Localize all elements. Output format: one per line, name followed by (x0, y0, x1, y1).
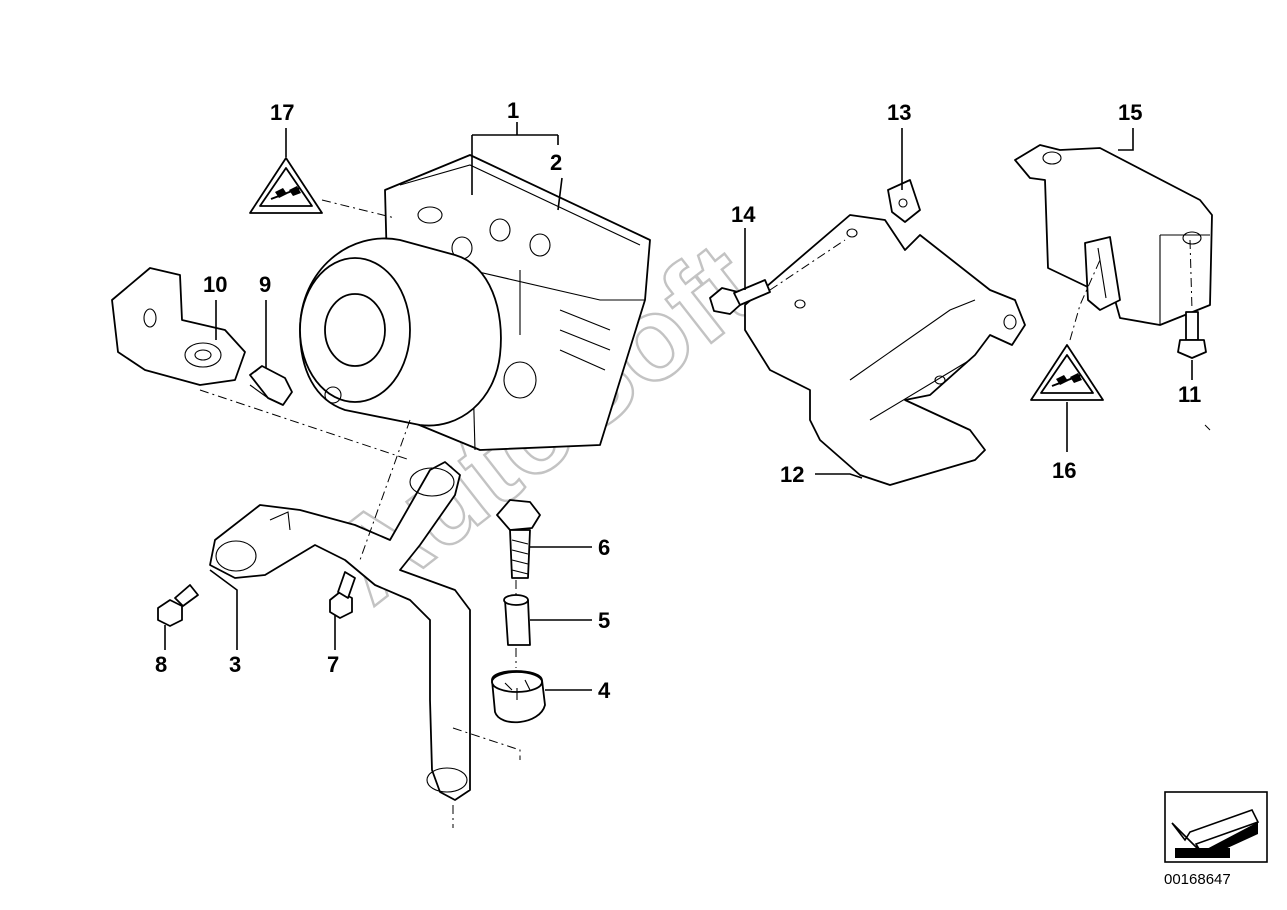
bolt-14 (709, 279, 771, 315)
control-unit-15 (1014, 144, 1213, 326)
callout-16: 16 (1052, 458, 1076, 483)
assembly-lines (199, 199, 1211, 828)
callout-8: 8 (155, 652, 167, 677)
callout-15: 15 (1118, 100, 1142, 125)
direction-arrow-box (1164, 791, 1268, 863)
callout-14: 14 (731, 202, 756, 227)
callout-1: 1 (507, 98, 519, 123)
callout-13: 13 (887, 100, 911, 125)
clip-13 (887, 179, 921, 223)
torque-symbol-16 (1030, 344, 1104, 401)
callout-12: 12 (780, 462, 804, 487)
callout-17: 17 (270, 100, 294, 125)
callout-7: 7 (327, 652, 339, 677)
callout-6: 6 (598, 535, 610, 560)
bracket-10 (111, 267, 246, 386)
bracket-12 (744, 214, 1026, 486)
motor-housing (299, 237, 502, 427)
bracket-3 (209, 461, 471, 801)
bolt-9 (249, 365, 293, 406)
bolt-7 (329, 571, 356, 619)
document-id: 00168647 (1164, 871, 1231, 888)
callout-2: 2 (550, 150, 562, 175)
callout-5: 5 (598, 608, 610, 633)
callout-10: 10 (203, 272, 227, 297)
sleeve-5 (503, 594, 531, 646)
callout-9: 9 (259, 272, 271, 297)
grommet-4 (491, 670, 546, 724)
screw-11 (1177, 311, 1207, 359)
callout-3: 3 (229, 652, 241, 677)
leader-lines (164, 122, 1193, 691)
sleeve-8 (157, 584, 199, 627)
torque-wrench-icon (270, 186, 301, 200)
callout-4: 4 (598, 678, 611, 703)
callout-labels: 1 2 3 4 5 6 7 8 9 10 11 12 13 14 15 16 1… (155, 98, 1201, 703)
torque-wrench-icon (1051, 373, 1082, 387)
bolt-6 (496, 499, 541, 579)
front-direction-arrow-icon (1171, 809, 1260, 858)
callout-11: 11 (1178, 382, 1201, 407)
torque-symbol-17 (249, 157, 323, 214)
